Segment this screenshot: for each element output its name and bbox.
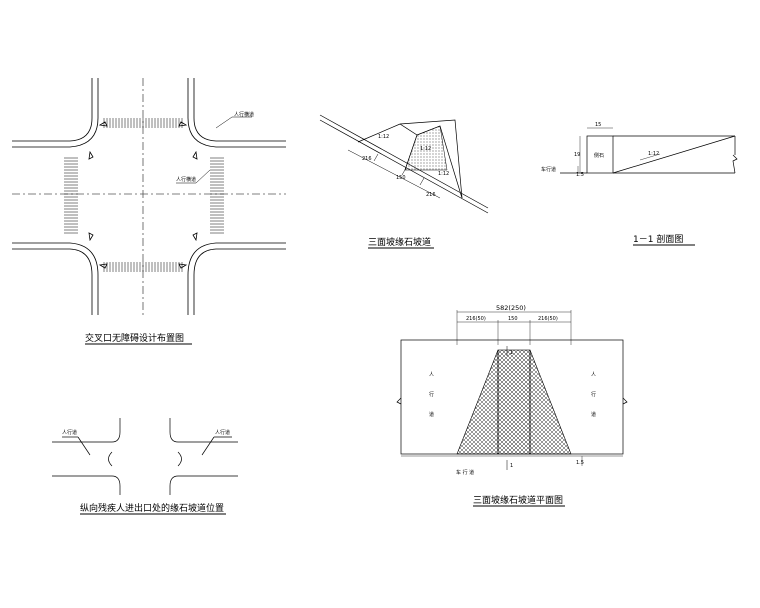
plan-cut-top: 1: [510, 350, 513, 356]
label-sidewalk-right: 人行道: [215, 429, 230, 436]
plan-right-wing: [529, 349, 572, 455]
plan-center-ramp-dense: [498, 350, 530, 454]
section-dim-19: 19: [574, 152, 580, 158]
slope-top: 1:12: [378, 134, 389, 140]
dim-216-left: 216: [362, 156, 372, 162]
section-dim-1-5: 1.5: [576, 172, 584, 178]
dim-216-right: 216: [426, 192, 436, 198]
label-curb: 侧石: [594, 152, 604, 159]
plan-dim-right: 216(50): [538, 316, 558, 322]
title-three-face: 三面坡缘石坡道: [368, 236, 431, 248]
plan-dim-1-5: 1.5: [576, 460, 584, 466]
plan-sidewalk-right-3: 道: [591, 411, 596, 418]
slope-center: 1:12: [420, 146, 431, 152]
three-face-ramp-center-fill: [404, 125, 448, 171]
label-carriageway-section: 车行道: [541, 166, 556, 173]
plan-sidewalk-left-1: 人: [429, 372, 434, 378]
three-face-ramp-drawing: [319, 114, 489, 214]
plan-carriageway: 车 行 道: [456, 469, 474, 476]
plan-dim-left: 216(50): [466, 316, 486, 322]
label-sidewalk-left: 人行道: [62, 429, 77, 436]
label-crosswalk-1: 人行横道: [234, 111, 254, 118]
section-drawing: [560, 127, 738, 174]
plan-sidewalk-left-3: 道: [429, 411, 434, 418]
title-section: 1－1 剖面图: [633, 233, 683, 245]
plan-left-wing: [456, 349, 499, 455]
plan-sidewalk-right-2: 行: [591, 391, 596, 398]
dim-150: 150: [396, 175, 406, 181]
plan-sidewalk-right-1: 人: [591, 372, 596, 378]
three-face-dim-lines: [347, 149, 441, 199]
plan-dim-mid: 150: [508, 316, 518, 322]
zebra-group: [64, 118, 224, 272]
title-plan: 三面坡缘石坡道平面图: [473, 494, 563, 506]
plan-dim-total: 582(250): [496, 304, 526, 312]
slope-right: 1:12: [438, 171, 449, 177]
label-crosswalk-2: 人行横道: [176, 176, 196, 183]
leader-crosswalk-1: [215, 116, 233, 129]
plan-cut-bottom: 1: [510, 463, 513, 469]
title-intersection: 交叉口无障碍设计布置图: [85, 332, 184, 344]
leader-crosswalk-2-d: [195, 169, 211, 184]
section-slope: 1:12: [648, 151, 659, 157]
longitudinal-drawing: [52, 418, 238, 495]
plan-sidewalk-left-2: 行: [429, 391, 434, 398]
title-longitudinal: 纵向残疾人进出口处的缘石坡道位置: [80, 502, 224, 514]
intersection-drawing: [12, 78, 286, 315]
section-dim-15: 15: [595, 122, 601, 128]
